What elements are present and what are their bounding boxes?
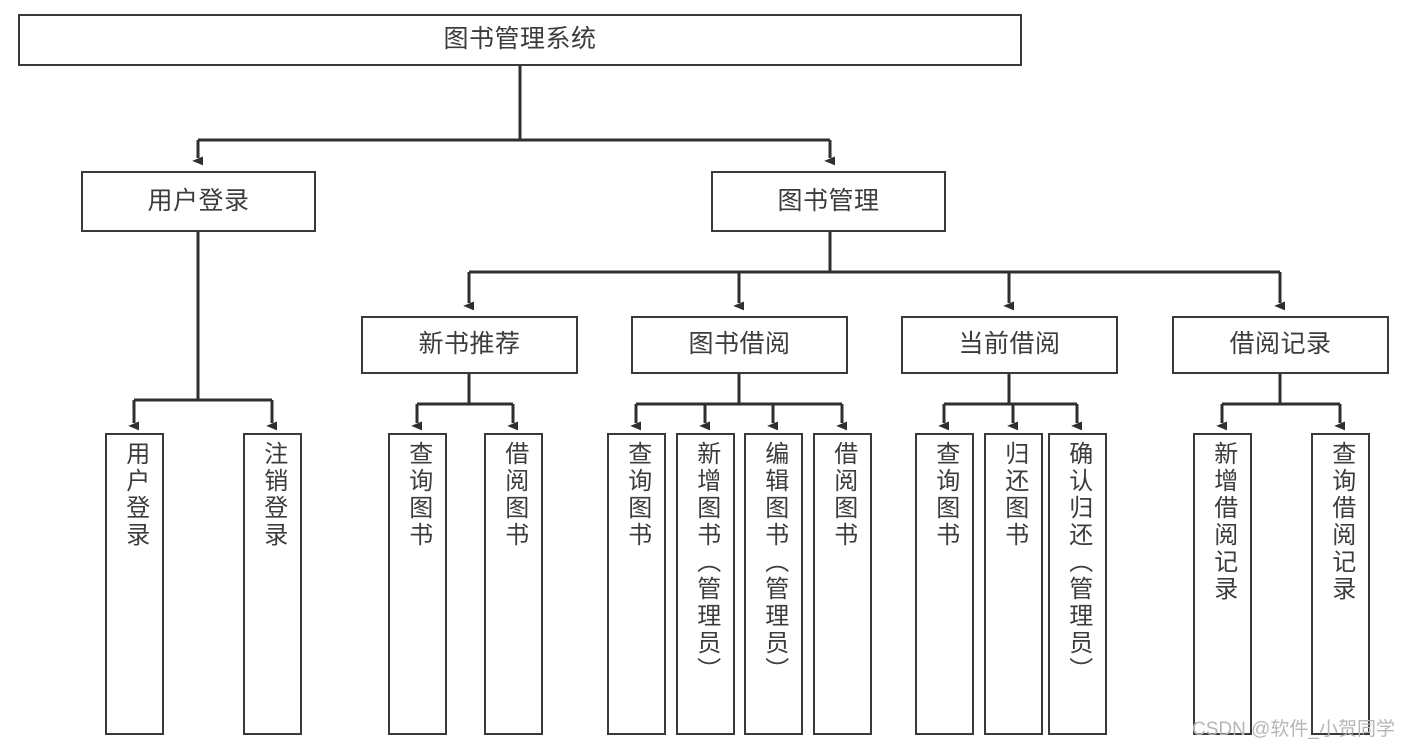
node-label: 图书借阅	[688, 330, 791, 359]
node-current-borrow[interactable]: 当前借阅	[901, 316, 1118, 374]
node-book-borrow[interactable]: 图书借阅	[631, 316, 848, 374]
node-root-system[interactable]: 图书管理系统	[18, 14, 1022, 66]
node-new-book-recommend[interactable]: 新书推荐	[361, 316, 578, 374]
node-borrow-record[interactable]: 借阅记录	[1172, 316, 1389, 374]
node-label: 确认归还（管理员）	[1064, 441, 1092, 684]
csdn-watermark: CSDN @软件_小贺同学	[1192, 719, 1395, 740]
node-label: 借阅图书	[500, 441, 528, 549]
node-label: 新增图书（管理员）	[692, 441, 720, 684]
leaf-recommend-borrow-book[interactable]: 借阅图书	[484, 433, 543, 735]
leaf-current-confirm-return-admin[interactable]: 确认归还（管理员）	[1048, 433, 1107, 735]
node-label: 图书管理系统	[443, 25, 597, 54]
node-label: 图书管理	[777, 186, 880, 215]
node-label: 当前借阅	[958, 330, 1061, 359]
leaf-borrow-add-book-admin[interactable]: 新增图书（管理员）	[676, 433, 735, 735]
node-label: 用户登录	[147, 186, 250, 215]
node-user-login[interactable]: 用户登录	[81, 171, 316, 232]
node-label: 新书推荐	[418, 330, 521, 359]
node-label: 归还图书	[1000, 441, 1028, 549]
node-label: 查询借阅记录	[1327, 441, 1355, 603]
node-label: 查询图书	[404, 441, 432, 549]
leaf-record-add-record[interactable]: 新增借阅记录	[1193, 433, 1252, 735]
leaf-recommend-query-book[interactable]: 查询图书	[388, 433, 447, 735]
leaf-user-login-logout[interactable]: 注销登录	[243, 433, 302, 735]
node-label: 注销登录	[259, 441, 287, 549]
node-label: 用户登录	[121, 441, 149, 549]
node-label: 查询图书	[623, 441, 651, 549]
leaf-borrow-edit-book-admin[interactable]: 编辑图书（管理员）	[744, 433, 803, 735]
node-label: 新增借阅记录	[1209, 441, 1237, 603]
node-label: 借阅记录	[1229, 330, 1332, 359]
leaf-current-return-book[interactable]: 归还图书	[984, 433, 1043, 735]
leaf-borrow-query-book[interactable]: 查询图书	[607, 433, 666, 735]
leaf-record-query-record[interactable]: 查询借阅记录	[1311, 433, 1370, 735]
node-label: 编辑图书（管理员）	[760, 441, 788, 684]
leaf-borrow-borrow-book[interactable]: 借阅图书	[813, 433, 872, 735]
node-book-management[interactable]: 图书管理	[711, 171, 946, 232]
leaf-user-login-login[interactable]: 用户登录	[105, 433, 164, 735]
node-label: 借阅图书	[829, 441, 857, 549]
node-label: 查询图书	[931, 441, 959, 549]
leaf-current-query-book[interactable]: 查询图书	[915, 433, 974, 735]
